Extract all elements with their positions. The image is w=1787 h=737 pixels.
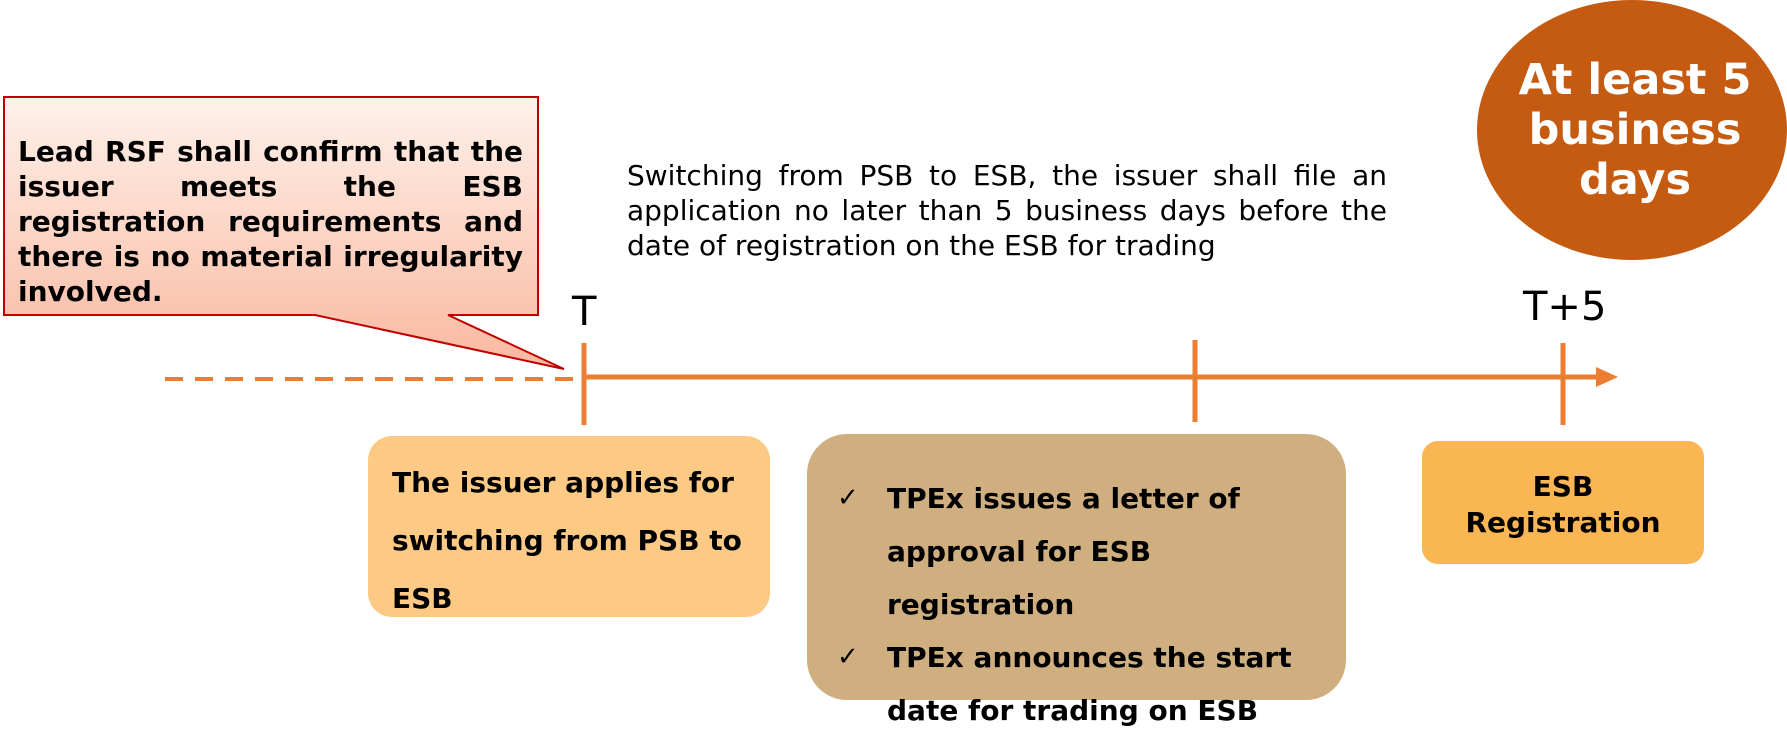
- announcement-item-text: TPEx announces the start date for tradin…: [887, 641, 1292, 727]
- check-icon: ✓: [837, 483, 859, 513]
- badge-text: At least 5 business days: [1480, 55, 1787, 205]
- approval-item: ✓ TPEx issues a letter of approval for E…: [837, 472, 1326, 631]
- callout-bubble: [3, 96, 565, 370]
- step-apply-text: The issuer applies for switching from PS…: [392, 466, 742, 615]
- timeline-arrowhead: [1596, 367, 1618, 387]
- approval-item-text: TPEx issues a letter of approval for ESB…: [887, 482, 1240, 621]
- step-registration-box: ESB Registration: [1422, 441, 1704, 564]
- badge-line-2: business: [1528, 105, 1742, 155]
- timeline-label-t: T: [572, 289, 597, 335]
- duration-badge: [1477, 0, 1787, 260]
- timeline-label-t5: T+5: [1523, 284, 1607, 330]
- badge-line-1: At least 5: [1518, 55, 1752, 105]
- timeline-diagram: [3, 0, 1787, 425]
- step-apply-box: The issuer applies for switching from PS…: [368, 436, 770, 617]
- check-icon: ✓: [837, 642, 859, 672]
- registration-line-1: ESB: [1532, 470, 1594, 503]
- announcement-item: ✓ TPEx announces the start date for trad…: [837, 631, 1326, 737]
- intro-text: Switching from PSB to ESB, the issuer sh…: [627, 159, 1387, 262]
- badge-line-3: days: [1578, 155, 1692, 205]
- step-approval-box: ✓ TPEx issues a letter of approval for E…: [807, 434, 1346, 727]
- registration-line-2: Registration: [1465, 506, 1661, 539]
- callout-text: Lead RSF shall confirm that the issuer m…: [18, 135, 523, 308]
